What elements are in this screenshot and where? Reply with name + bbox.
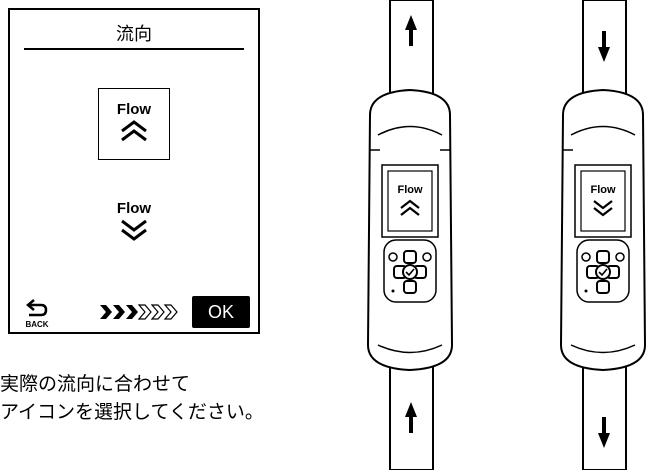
device-1-chevron-icon [400,199,420,209]
device-1-check-icon [405,268,415,277]
device-flow-down-illustration: Flow [559,0,647,470]
back-button[interactable]: BACK [22,298,52,329]
device-1-arrow-up-bottom-icon [405,402,417,433]
device-1-screen-label: Flow [397,184,422,196]
screen-footer: BACK OK [10,292,258,332]
progress-step-empty [163,304,178,320]
progress-indicator [100,304,178,320]
device-2-screen-label: Flow [590,184,615,196]
device-2-arrow-down-top-icon [598,31,610,62]
device-2-left-key-icon [581,252,591,262]
progress-step-filled [113,305,125,319]
device-screen: 流向 Flow Flow BACK OK [8,8,260,334]
back-arrow-icon [26,299,48,317]
flow-forward-option[interactable]: Flow [98,88,170,160]
ok-button[interactable]: OK [192,296,250,328]
device-2-arrow-down-bottom-icon [598,417,610,448]
device-2-chevron-icon [593,200,613,210]
title-divider [24,48,244,50]
flow-forward-label: Flow [116,101,152,118]
instruction-line-2: アイコンを選択してください。 [0,401,264,423]
device-1-arrow-up-top-icon [405,15,417,46]
progress-step-filled [126,305,138,319]
progress-step-empty [137,304,152,320]
instruction-text: 実際の流向に合わせて アイコンを選択してください。 [0,370,264,426]
flow-reverse-option[interactable]: Flow [98,188,170,260]
flow-reverse-label: Flow [116,200,152,217]
device-flow-up-illustration: Flow [366,0,454,470]
instruction-line-1: 実際の流向に合わせて [0,373,191,395]
back-label: BACK [25,320,49,329]
device-1-right-key-icon [422,252,432,262]
device-1-left-key-icon [388,252,398,262]
screen-title: 流向 [116,24,152,45]
device-2-right-key-icon [615,252,625,262]
device-2-check-icon [598,268,608,277]
double-chevron-down-icon [121,219,147,241]
progress-step-filled [100,305,112,319]
progress-step-empty [150,304,165,320]
double-chevron-up-icon [121,120,147,142]
